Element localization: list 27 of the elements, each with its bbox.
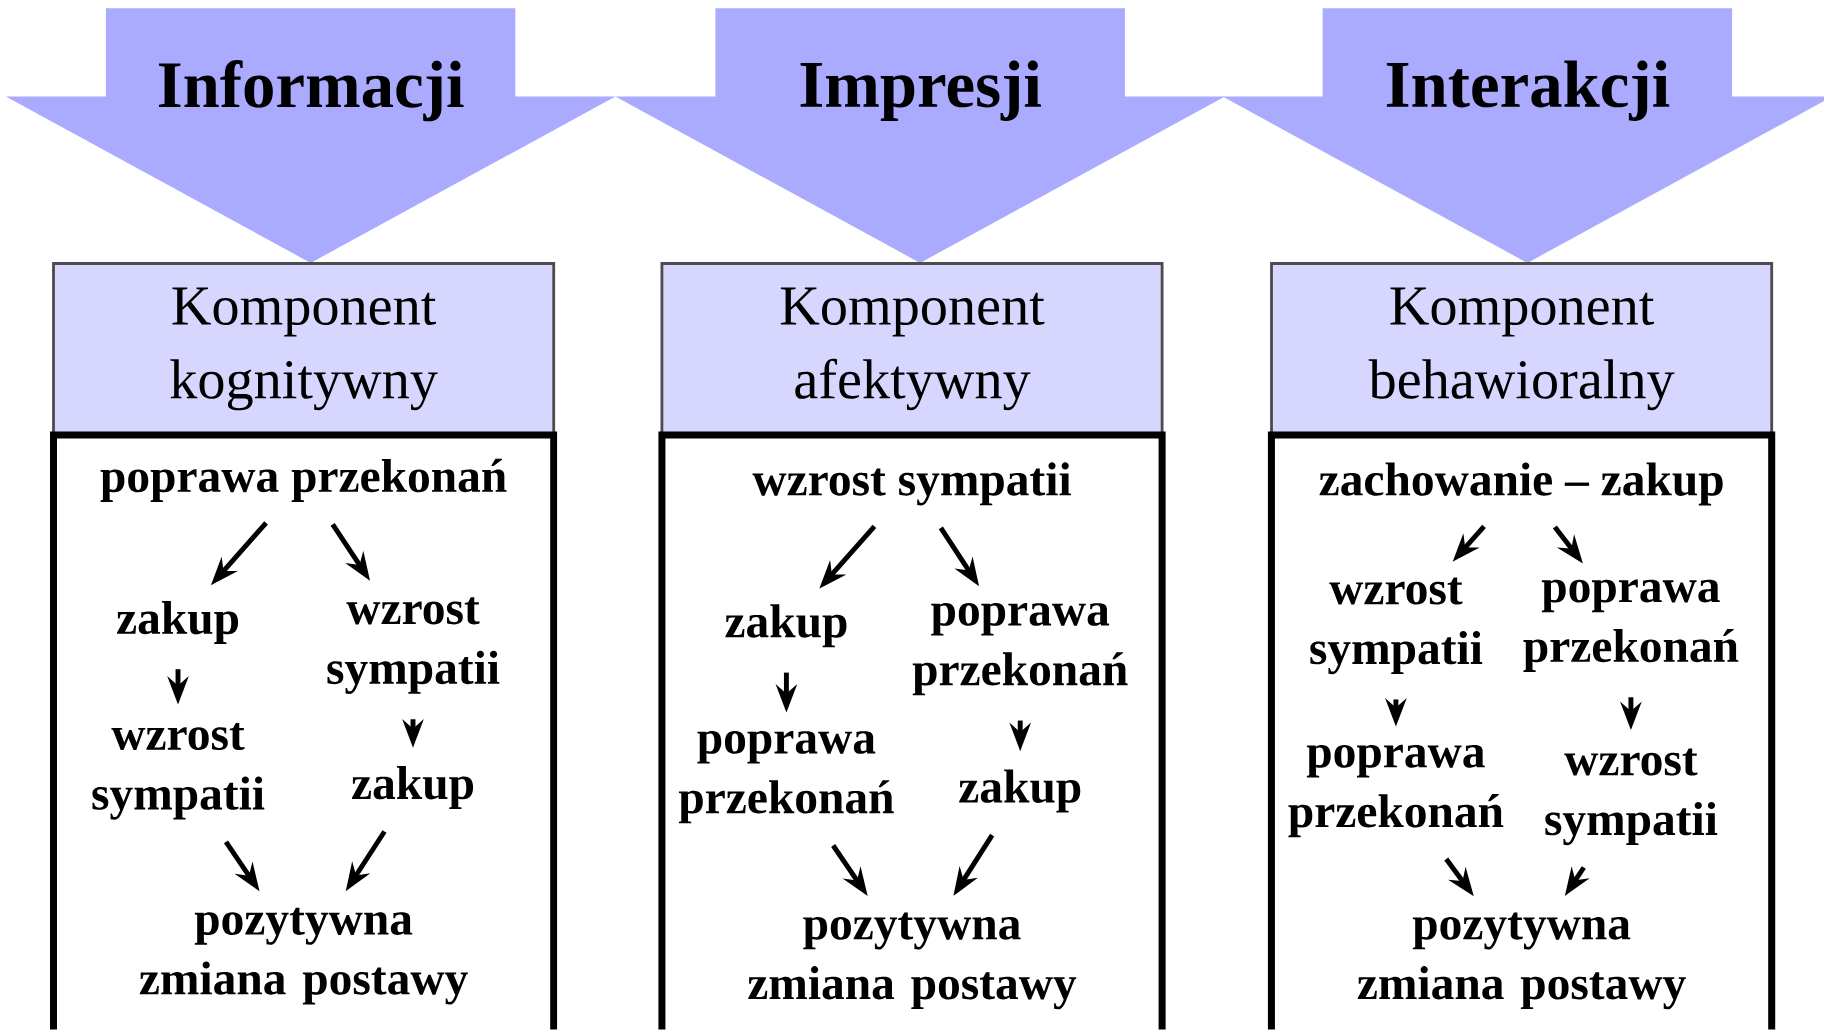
header-box: Komponent kognitywny — [52, 262, 556, 437]
label-text: wzrost sympatii — [1545, 748, 1718, 846]
label-text: zakup — [959, 769, 1081, 813]
label-text: poprawa przekonań — [100, 459, 507, 503]
label-text: zakup — [725, 604, 847, 648]
label-text: pozytywna zmiana postawy — [139, 908, 468, 1005]
label-text: pozytywna zmiana postawy — [748, 912, 1077, 1010]
content-box — [658, 431, 1166, 1030]
label-text: wzrost sympatii — [327, 597, 500, 695]
label-text: wzrost sympatii — [92, 723, 265, 820]
arrow-banner: Impresji — [615, 8, 1225, 264]
label-text: poprawa przekonań — [1523, 579, 1739, 673]
content-box — [50, 431, 558, 1030]
content-box — [1267, 431, 1776, 1030]
label-text: poprawa przekonań — [912, 603, 1128, 696]
label-text: wzrost sympatii — [752, 462, 1071, 506]
label-text: wzrost sympatii — [1310, 577, 1483, 675]
header-box: Komponent behawioralny — [1270, 262, 1774, 437]
arrow-banner: Interakcji — [1222, 8, 1824, 264]
label-text: pozytywna zmiana postawy — [1357, 912, 1686, 1010]
label-text: zakup — [351, 766, 474, 810]
label-text: poprawa przekonań — [678, 731, 894, 824]
label-text: poprawa przekonań — [1288, 745, 1504, 838]
label-text: zakup — [116, 601, 239, 645]
header-box: Komponent afektywny — [660, 262, 1164, 437]
label-text: zachowanie – zakup — [1319, 462, 1723, 506]
arrow-banner: Informacji — [5, 8, 616, 264]
